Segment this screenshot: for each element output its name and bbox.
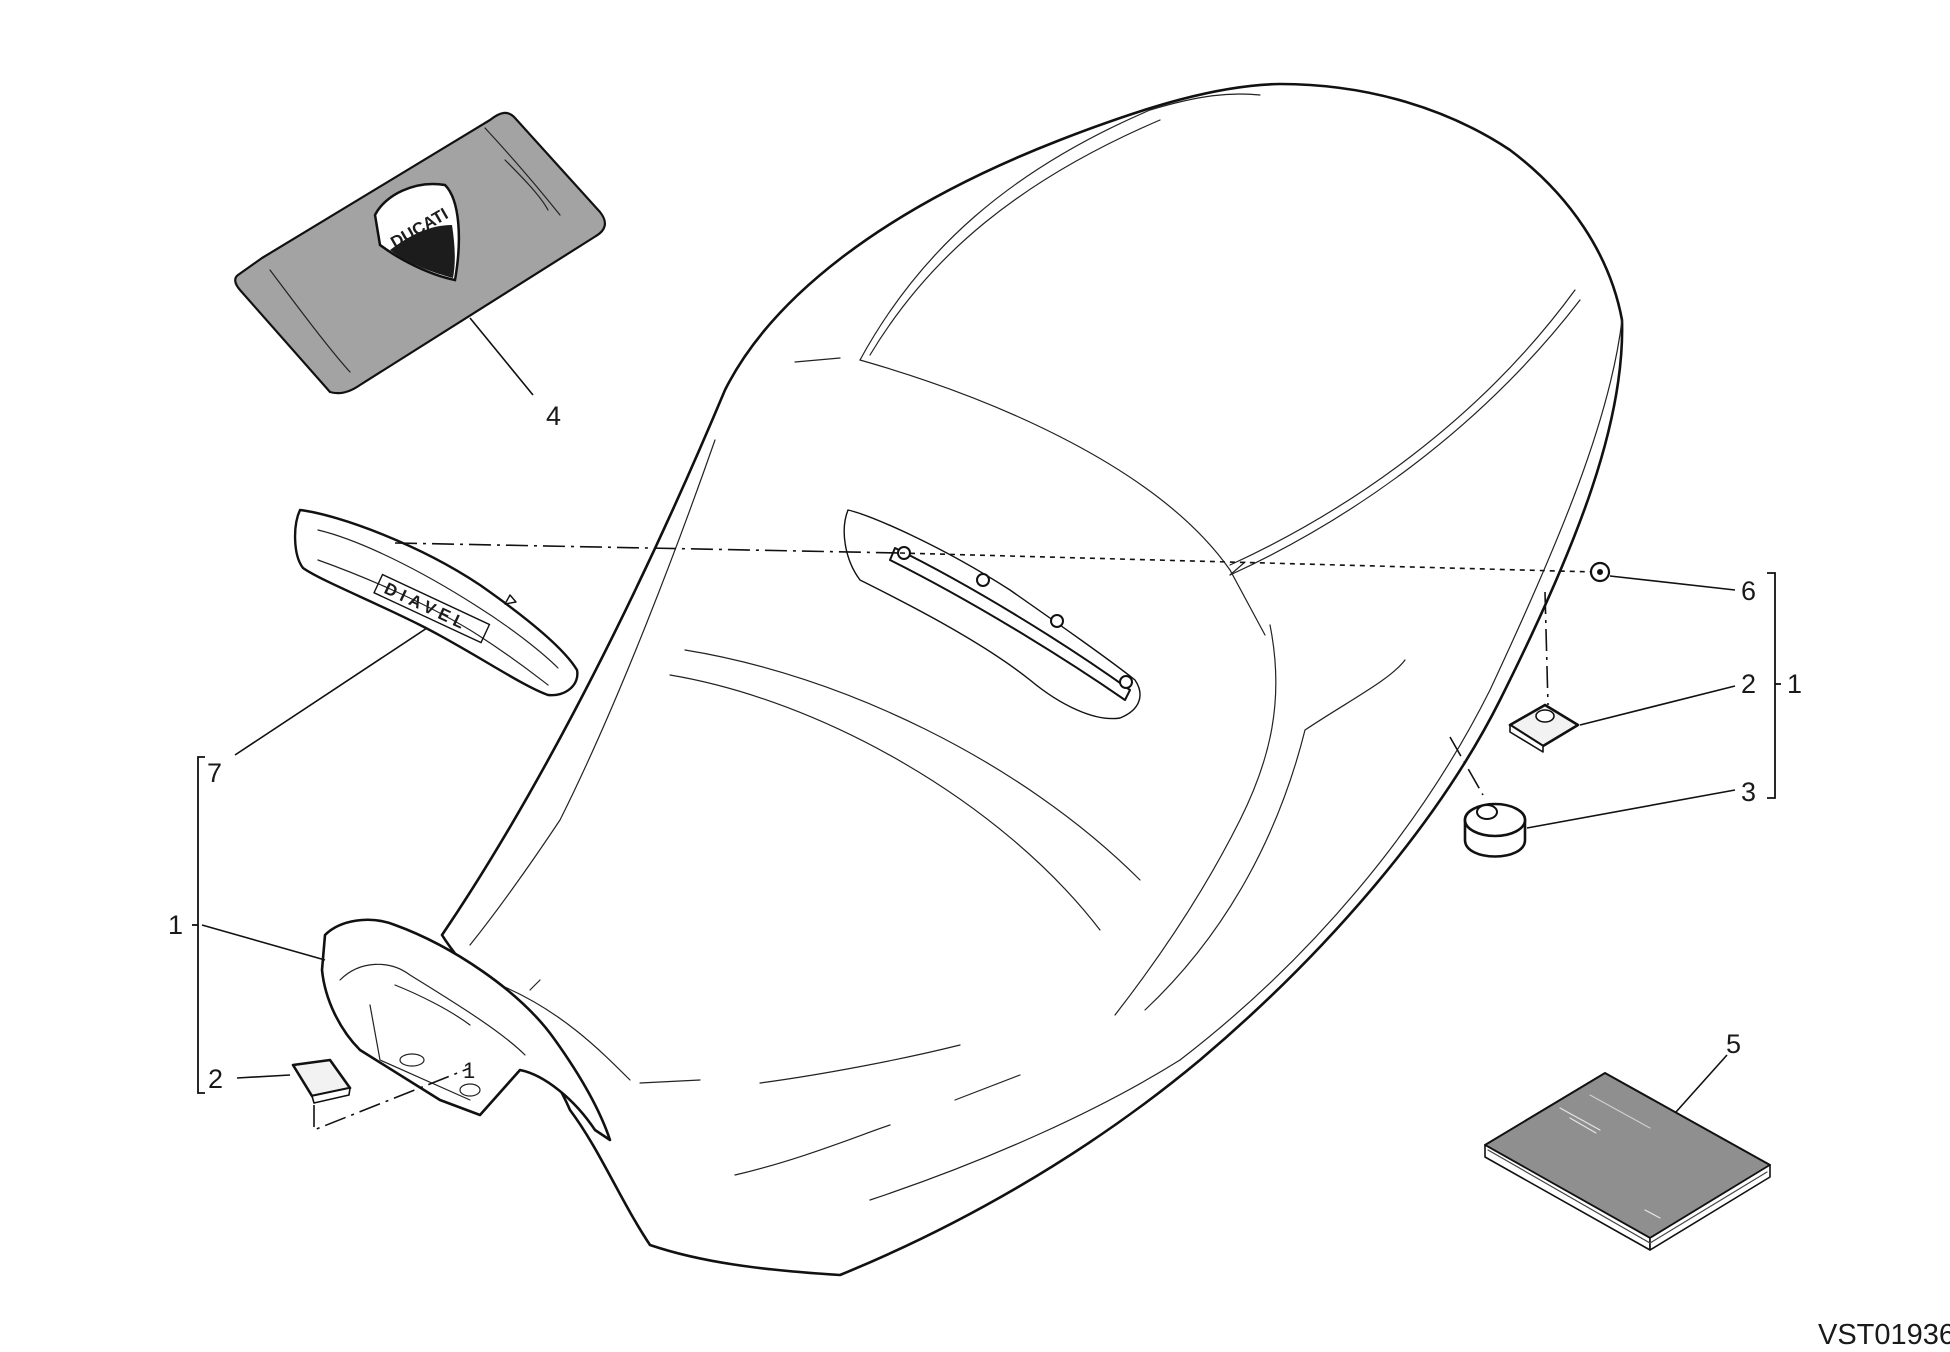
ducati-logo-icon: DUCATI: [234, 111, 606, 395]
clip-icon: [291, 1058, 352, 1104]
callout-1-right: 1: [1787, 669, 1802, 699]
callout-7: 7: [207, 758, 222, 788]
callout-5: 5: [1726, 1029, 1741, 1059]
badge-icon: DIAVEL: [293, 508, 579, 697]
callout-2-right: 2: [1741, 669, 1756, 699]
right-group-bracket: [1767, 572, 1776, 799]
callout-4: 4: [546, 401, 561, 431]
callout-1-left: 1: [168, 910, 183, 940]
drawing-code: VST01936: [1818, 1319, 1950, 1351]
callout-6: 6: [1741, 576, 1756, 606]
buffer-icon: [1463, 802, 1527, 858]
callout-2-left: 2: [208, 1064, 223, 1094]
clip-icon: [1508, 703, 1580, 753]
callout-1-small: 1: [463, 1058, 475, 1083]
nut-icon: [1589, 561, 1611, 583]
callout-3: 3: [1741, 777, 1756, 807]
diavel-badge: [293, 508, 579, 697]
owner-manual: [1484, 1072, 1771, 1239]
book-icon: [1484, 1072, 1771, 1251]
seat-icon: [440, 82, 1624, 1277]
seat-base-icon: [320, 918, 612, 1142]
